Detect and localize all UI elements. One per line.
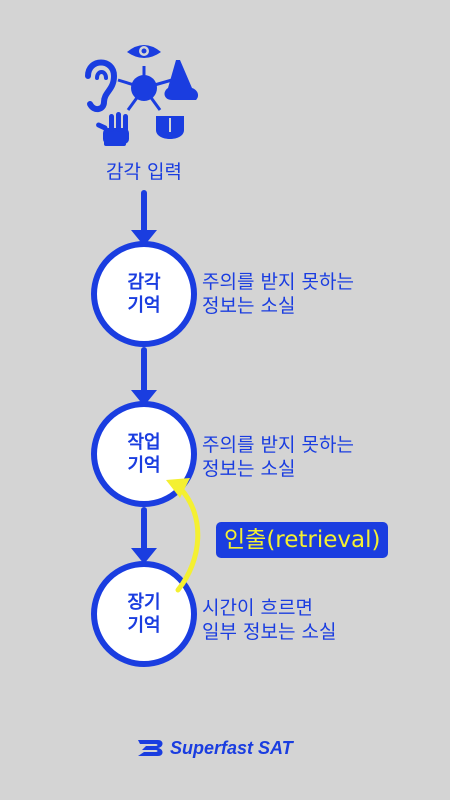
sensory-memory-line1: 감각 — [127, 272, 161, 293]
hand-icon — [96, 112, 129, 146]
working-memory-note: 주의를 받지 못하는 정보는 소실 — [202, 433, 354, 481]
sensory-memory-line2: 기억 — [127, 295, 161, 316]
retrieval-arrow — [166, 478, 201, 593]
sensory-memory-note-line2: 정보는 소실 — [202, 295, 296, 317]
senses-hub — [131, 75, 157, 101]
senses-cluster — [85, 45, 199, 146]
brand-logo-text: Superfast SAT — [170, 737, 293, 758]
sensory-memory-label: 감각 기억 — [104, 271, 184, 317]
longterm-memory-note-line2: 일부 정보는 소실 — [202, 621, 337, 643]
arrowhead-sensory — [131, 390, 157, 406]
working-memory-label: 작업 기억 — [104, 431, 184, 477]
retrieval-label: 인출(retrieval) — [216, 522, 389, 558]
nose-icon — [164, 60, 199, 100]
eye-icon — [127, 45, 161, 58]
mouth-icon — [156, 116, 184, 139]
longterm-memory-label: 장기 기억 — [104, 591, 184, 637]
working-memory-note-line2: 정보는 소실 — [202, 458, 296, 480]
longterm-memory-line1: 장기 — [127, 592, 161, 613]
longterm-memory-note-line1: 시간이 흐르면 — [202, 597, 313, 619]
arrowhead-working — [131, 548, 157, 564]
longterm-memory-note: 시간이 흐르면 일부 정보는 소실 — [202, 596, 336, 644]
longterm-memory-node — [91, 561, 197, 667]
ear-icon — [85, 59, 118, 112]
brand-logo: Superfast SAT — [136, 735, 293, 761]
sensory-memory-note: 주의를 받지 못하는 정보는 소실 — [202, 270, 354, 318]
working-memory-node — [91, 401, 197, 507]
longterm-memory-line2: 기억 — [127, 615, 161, 636]
sensory-memory-note-line1: 주의를 받지 못하는 — [202, 271, 354, 293]
arrow-heads — [131, 230, 157, 564]
brand-logo-icon — [138, 740, 163, 756]
sensory-memory-node — [91, 241, 197, 347]
arrowhead-input — [131, 230, 157, 246]
working-memory-line1: 작업 — [127, 432, 161, 453]
working-memory-note-line1: 주의를 받지 못하는 — [202, 434, 354, 456]
sensory-input-label: 감각 입력 — [106, 161, 182, 183]
working-memory-line2: 기억 — [127, 455, 161, 476]
